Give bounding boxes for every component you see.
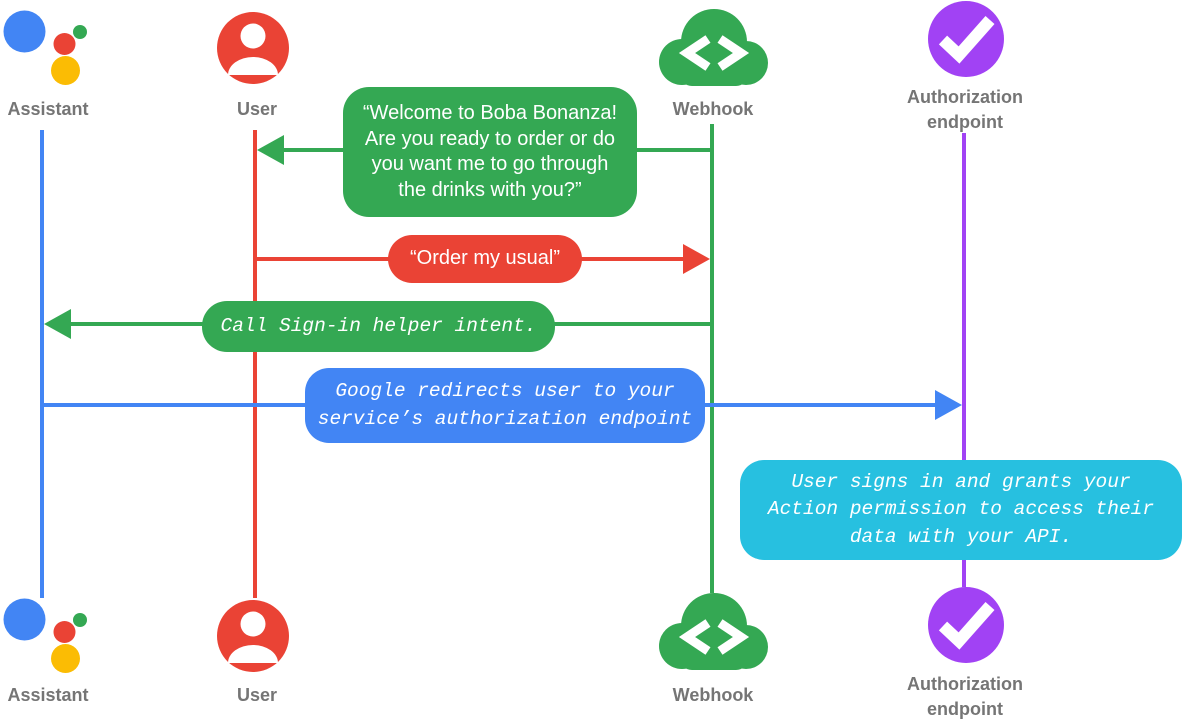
webhook-cloud-icon [659,9,768,86]
order-message-bubble: “Order my usual” [388,235,582,283]
authorization-endpoint-lifeline [962,133,966,587]
authorization-endpoint-label-bottom: Authorization endpoint [907,674,1023,719]
user-lifeline [253,130,257,598]
webhook-label-top: Webhook [672,99,754,119]
assistant-icon [3,10,87,85]
redirect-arrowhead-icon [935,390,962,420]
order-arrowhead-icon [683,244,710,274]
assistant-label-bottom: Assistant [7,685,89,705]
signin-intent-bubble: Call Sign-in helper intent. [202,301,555,352]
authorization-endpoint-label-top: Authorization endpoint [907,87,1023,132]
assistant-icon [3,598,87,673]
authorization-endpoint-check-icon [928,587,1004,663]
webhook-label-bottom: Webhook [672,685,754,705]
user-icon [217,12,289,84]
webhook-cloud-icon [659,593,768,670]
user-label-top: User [236,99,278,119]
authorization-endpoint-check-icon [928,1,1004,77]
welcome-message-bubble: “Welcome to Boba Bonanza! Are you ready … [343,87,637,217]
webhook-lifeline [710,124,714,593]
user-icon [217,600,289,672]
signin-note-bubble: User signs in and grants your Action per… [740,460,1182,560]
user-label-bottom: User [236,685,278,705]
assistant-lifeline [40,130,44,598]
redirect-message-bubble: Google redirects user to your service’s … [305,368,705,443]
welcome-arrowhead-icon [257,135,284,165]
assistant-label-top: Assistant [7,99,89,119]
signin-arrowhead-icon [44,309,71,339]
